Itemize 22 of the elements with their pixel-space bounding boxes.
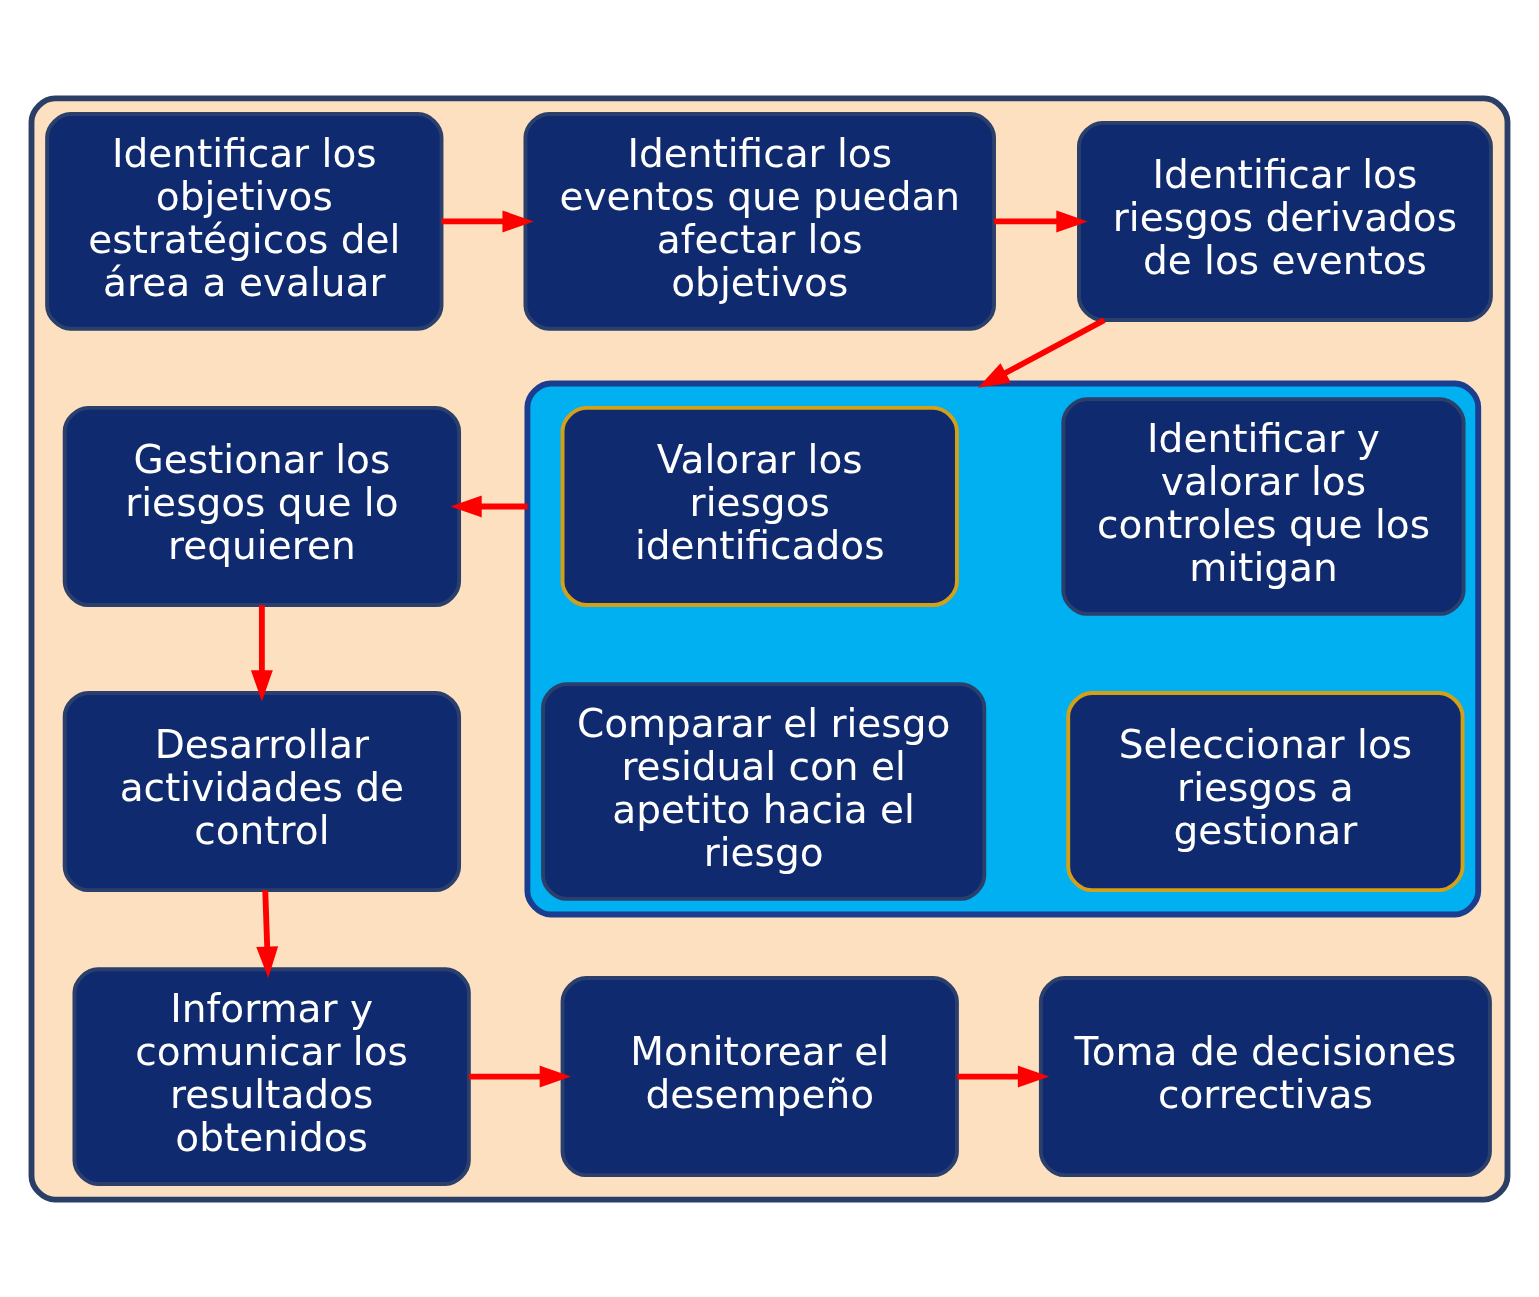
arrow — [468, 1065, 571, 1088]
node-box: Seleccionar los riesgos a gestionar — [1066, 690, 1465, 892]
node-box: Toma de decisiones correctivas — [1038, 975, 1492, 1177]
node-box: Desarrollar actividades de control — [62, 690, 461, 892]
arrow — [978, 317, 1106, 388]
node-box: Monitorear el desempeño — [560, 975, 959, 1177]
node-box: Informar y comunicar los resultados obtenidos — [72, 966, 471, 1186]
arrow — [450, 495, 528, 517]
arrow — [957, 1065, 1050, 1088]
cluster — [524, 380, 1482, 917]
arrow — [256, 889, 279, 978]
node-box: Valorar los riesgos identificados — [560, 405, 959, 607]
node-box: Identificar los riesgos derivados de los eventos — [1077, 120, 1493, 322]
arrow — [250, 604, 273, 701]
arrow — [441, 209, 534, 232]
node-box: Identificar los eventos que puedan afectar los objetivos — [523, 111, 996, 331]
node-box: Comparar el riesgo residual con el apetito hacia el riesgo — [541, 681, 987, 901]
node-box: Gestionar los riesgos que lo requieren — [62, 405, 461, 607]
node-box: Identificar y valorar los controles que los mitigan — [1061, 396, 1466, 616]
arrow — [994, 209, 1088, 232]
node-box: Identificar los objetivos estratégicos del área a evaluar — [45, 111, 444, 331]
cluster — [28, 95, 1511, 1202]
